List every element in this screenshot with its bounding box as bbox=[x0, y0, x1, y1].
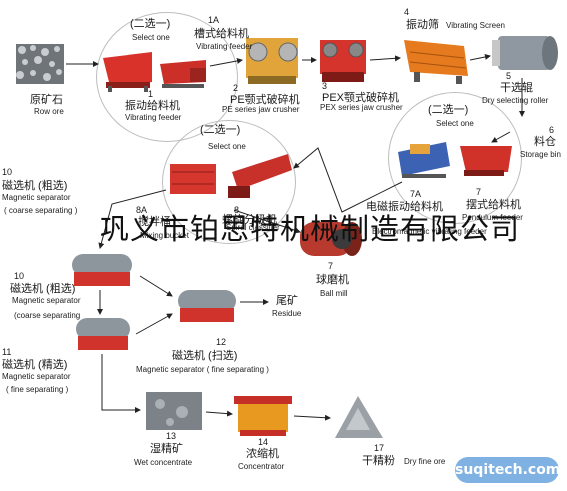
select-group-classifier bbox=[162, 120, 296, 244]
mag-scav-num: 12 bbox=[216, 337, 227, 347]
trough-feeder-cn: 槽式给料机 bbox=[194, 28, 249, 40]
site-logo[interactable]: suqitech.com bbox=[455, 457, 560, 483]
ball-mill-en: Ball mill bbox=[320, 289, 348, 298]
vib-screen-en: Vibrating Screen bbox=[446, 21, 505, 30]
mag-fine-a-cn: 磁选机 (精选) bbox=[2, 359, 68, 371]
vibrating-feeder-image bbox=[103, 52, 152, 92]
pex-crusher-cn: PEX颚式破碎机 bbox=[322, 92, 400, 104]
magnetic-separator-coarse-image bbox=[72, 254, 132, 286]
em-feeder-cn: 电磁振动给料机 bbox=[366, 201, 443, 213]
mag-fine-a-en2: ( fine separating ) bbox=[6, 385, 69, 394]
concentrator-num: 14 bbox=[258, 437, 269, 447]
dry-powder-num: 17 bbox=[374, 443, 385, 453]
select-one-b-cn: (二选一) bbox=[428, 104, 469, 116]
mag-coarse-a-cn: 磁选机 (粗选) bbox=[2, 180, 68, 192]
mag-coarse-a-en2: ( coarse separating ) bbox=[4, 206, 78, 215]
mag-coarse-a-num: 10 bbox=[2, 167, 13, 177]
vib-feeder-cn: 振动给料机 bbox=[125, 100, 180, 112]
mag-scav-en: Magnetic separator ( fine separating ) bbox=[136, 365, 269, 374]
magnetic-separator-scavenging-image bbox=[178, 290, 236, 322]
pex-crusher-num: 3 bbox=[322, 81, 328, 91]
magnetic-separator-fine-image bbox=[76, 318, 130, 350]
trough-feeder-image bbox=[160, 60, 206, 88]
spiral-classifier-image bbox=[228, 154, 292, 198]
vib-screen-cn: 振动筛 bbox=[406, 19, 439, 31]
select-group-feeders bbox=[96, 12, 238, 142]
classifier-en: Spiral classifier bbox=[226, 223, 280, 232]
trough-feeder-num: 1A bbox=[208, 15, 220, 25]
dry-selecting-roller-image bbox=[492, 36, 558, 70]
concentrator-en: Concentrator bbox=[238, 462, 285, 471]
row-ore-cn: 原矿石 bbox=[30, 94, 63, 106]
wet-concentrate-image bbox=[146, 392, 202, 430]
electromagnetic-feeder-image bbox=[398, 142, 450, 178]
select-one-c-en: Select one bbox=[208, 142, 246, 151]
select-group-feeders-bottom bbox=[388, 92, 522, 224]
storage-bin-en: Storage bin bbox=[520, 150, 561, 159]
mixing-bucket-num: 8A bbox=[136, 205, 148, 215]
vib-screen-num: 4 bbox=[404, 7, 410, 17]
classifier-cn: 螺旋分级机 bbox=[222, 214, 277, 226]
mag-fine-a-num: 11 bbox=[2, 347, 12, 357]
mag-coarse-b-cn: 磁选机 (粗选) bbox=[10, 283, 76, 295]
mag-scav-cn: 磁选机 (扫选) bbox=[172, 350, 238, 362]
select-one-b-en: Select one bbox=[436, 119, 474, 128]
concentrator-cn: 浓缩机 bbox=[246, 448, 279, 460]
storage-bin-cn: 料仓 bbox=[534, 136, 556, 148]
vib-feeder-num: 1 bbox=[148, 89, 154, 99]
dry-fine-ore-image bbox=[335, 396, 383, 438]
ball-mill-image bbox=[300, 222, 362, 256]
pex-jaw-crusher-image bbox=[320, 40, 366, 82]
vibrating-screen-image bbox=[404, 40, 468, 84]
flow-arrows bbox=[66, 54, 525, 421]
dry-roller-en: Dry selecting roller bbox=[482, 96, 549, 105]
ball-mill-num: 7 bbox=[328, 261, 334, 271]
concentrator-image bbox=[234, 396, 292, 436]
row-ore-en: Row ore bbox=[34, 107, 64, 116]
mixing-bucket-cn: 搅拌桶 bbox=[138, 216, 171, 228]
row-ore-image bbox=[16, 44, 64, 84]
ball-mill-cn: 球磨机 bbox=[316, 274, 349, 286]
pex-crusher-en: PEX series jaw crusher bbox=[320, 103, 403, 112]
pe-crusher-num: 2 bbox=[233, 83, 239, 93]
vib-feeder-en: Vibrating feeder bbox=[125, 113, 182, 122]
storage-bin-num: 6 bbox=[549, 125, 555, 135]
wet-conc-cn: 湿精矿 bbox=[150, 443, 183, 455]
pendulum-feeder-image bbox=[460, 146, 512, 176]
mixing-bucket-image bbox=[170, 164, 216, 194]
mag-coarse-a-en: Magnetic separator bbox=[2, 193, 71, 202]
pe-jaw-crusher-image bbox=[246, 38, 298, 84]
dry-powder-en: Dry fine ore bbox=[404, 457, 446, 466]
select-one-a-en: Select one bbox=[132, 33, 170, 42]
pe-crusher-en: PE series jaw crusher bbox=[222, 105, 300, 114]
dry-roller-cn: 干选辊 bbox=[500, 82, 533, 94]
pendulum-cn: 摆式给料机 bbox=[466, 199, 521, 211]
dry-powder-cn: 干精粉 bbox=[362, 455, 395, 467]
mag-coarse-b-en2: (coarse separating bbox=[14, 311, 81, 320]
dry-roller-num: 5 bbox=[506, 71, 512, 81]
classifier-num: 8 bbox=[234, 205, 240, 215]
wet-conc-num: 13 bbox=[166, 431, 177, 441]
mag-fine-a-en: Magnetic separator bbox=[2, 372, 71, 381]
pendulum-en: Pendulum feeder bbox=[462, 213, 523, 222]
pendulum-num: 7 bbox=[476, 187, 482, 197]
em-feeder-en: Electromagnetic vibrating feeder bbox=[372, 227, 487, 236]
company-watermark: 巩义市铂思特机械制造有限公司 bbox=[100, 212, 521, 246]
wet-conc-en: Wet concentrate bbox=[134, 458, 193, 467]
em-feeder-num: 7A bbox=[410, 189, 422, 199]
select-one-a-cn: (二选一) bbox=[130, 18, 171, 30]
trough-feeder-en: Vibrating feeder bbox=[196, 42, 253, 51]
mag-coarse-b-en: Magnetic separator bbox=[12, 296, 81, 305]
mag-coarse-b-num: 10 bbox=[14, 271, 25, 281]
tailings-en: Residue bbox=[272, 309, 302, 318]
select-one-c-cn: (二选一) bbox=[200, 124, 241, 136]
pe-crusher-cn: PE颚式破碎机 bbox=[230, 94, 300, 106]
tailings-cn: 尾矿 bbox=[276, 295, 298, 307]
mixing-bucket-en: Mixing bucket bbox=[140, 231, 189, 240]
